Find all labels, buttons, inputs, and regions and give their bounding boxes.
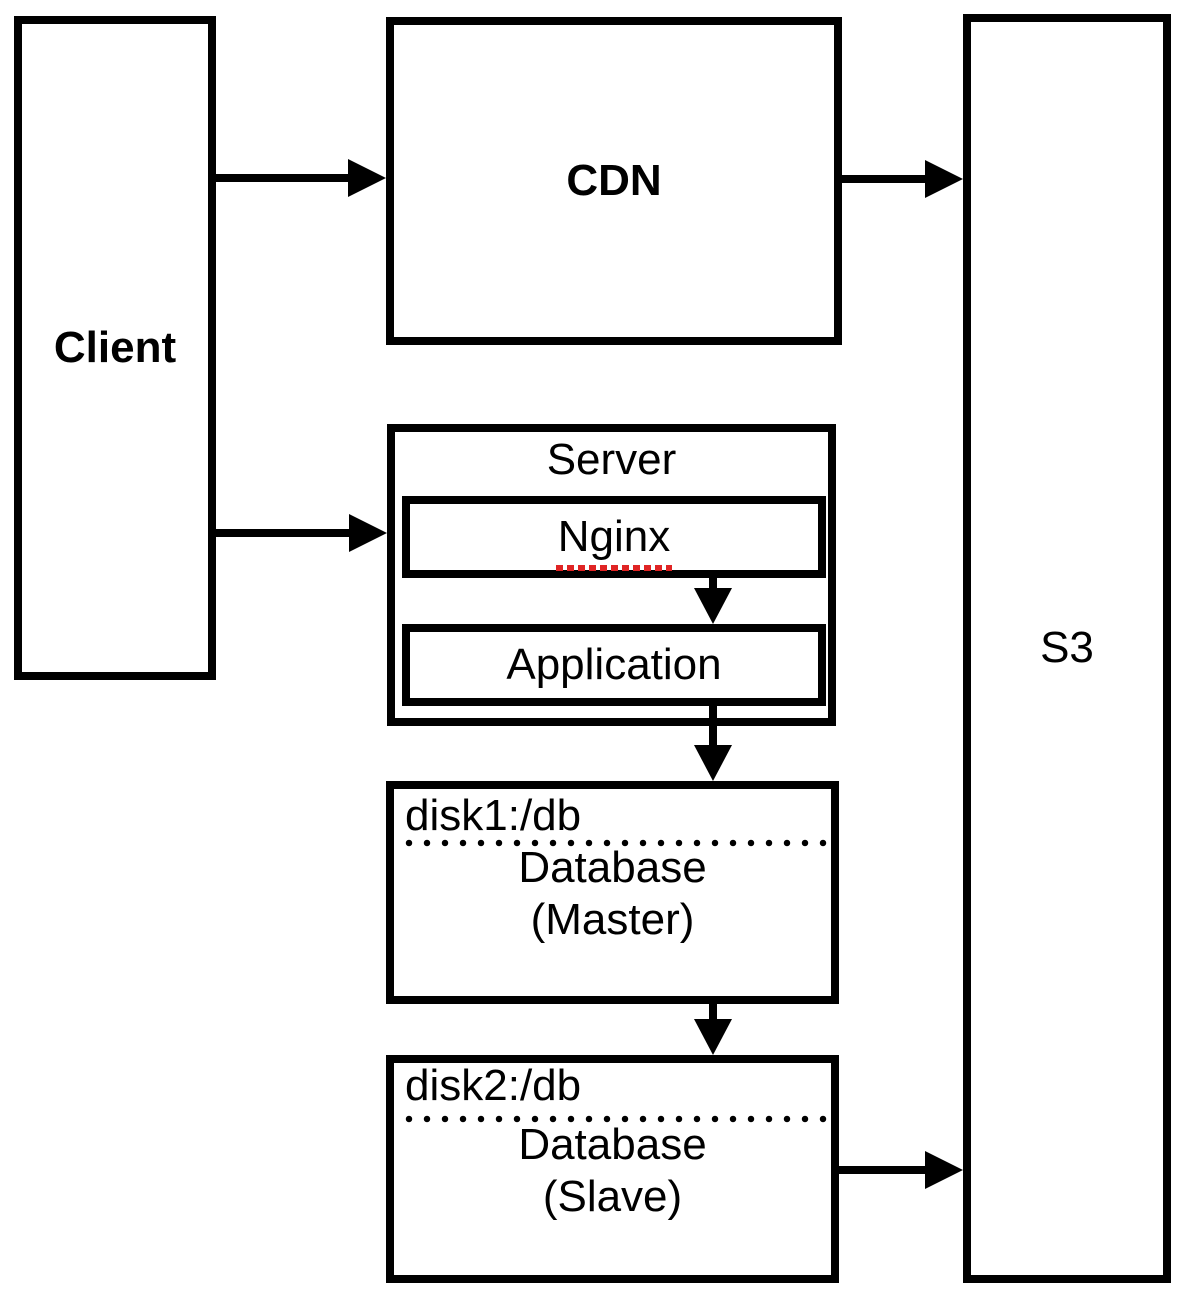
application-label: Application	[506, 639, 722, 689]
db-master-node: disk1:/db Database (Master)	[386, 781, 839, 1004]
arrow-db-master-to-db-slave	[694, 1004, 732, 1055]
server-node: Server Nginx Application	[387, 424, 836, 726]
db-master-disk-label: disk1:/db	[405, 791, 582, 840]
arrow-client-to-cdn	[216, 159, 386, 197]
s3-label: S3	[1040, 623, 1094, 673]
arrow-cdn-to-s3	[842, 160, 963, 198]
db-slave-label-line2: (Slave)	[542, 1172, 683, 1221]
db-slave-label-line1: Database	[518, 1120, 707, 1169]
nginx-node: Nginx	[402, 496, 826, 578]
arrow-client-to-server	[216, 514, 387, 552]
db-slave-disk-label: disk2:/db	[405, 1061, 582, 1110]
cdn-label: CDN	[566, 155, 662, 205]
server-title: Server	[546, 435, 677, 484]
db-master-divider	[400, 839, 835, 847]
arrow-db-slave-to-s3	[839, 1151, 963, 1189]
application-node: Application	[402, 624, 826, 706]
s3-node: S3	[963, 14, 1171, 1283]
cdn-node: CDN	[386, 17, 842, 345]
client-label: Client	[53, 322, 177, 372]
nginx-label: Nginx	[555, 511, 672, 571]
db-slave-divider	[400, 1115, 835, 1123]
db-master-label-line2: (Master)	[530, 895, 695, 944]
db-master-label-line1: Database	[518, 843, 707, 892]
db-slave-node: disk2:/db Database (Slave)	[386, 1055, 839, 1283]
client-node: Client	[14, 16, 216, 680]
